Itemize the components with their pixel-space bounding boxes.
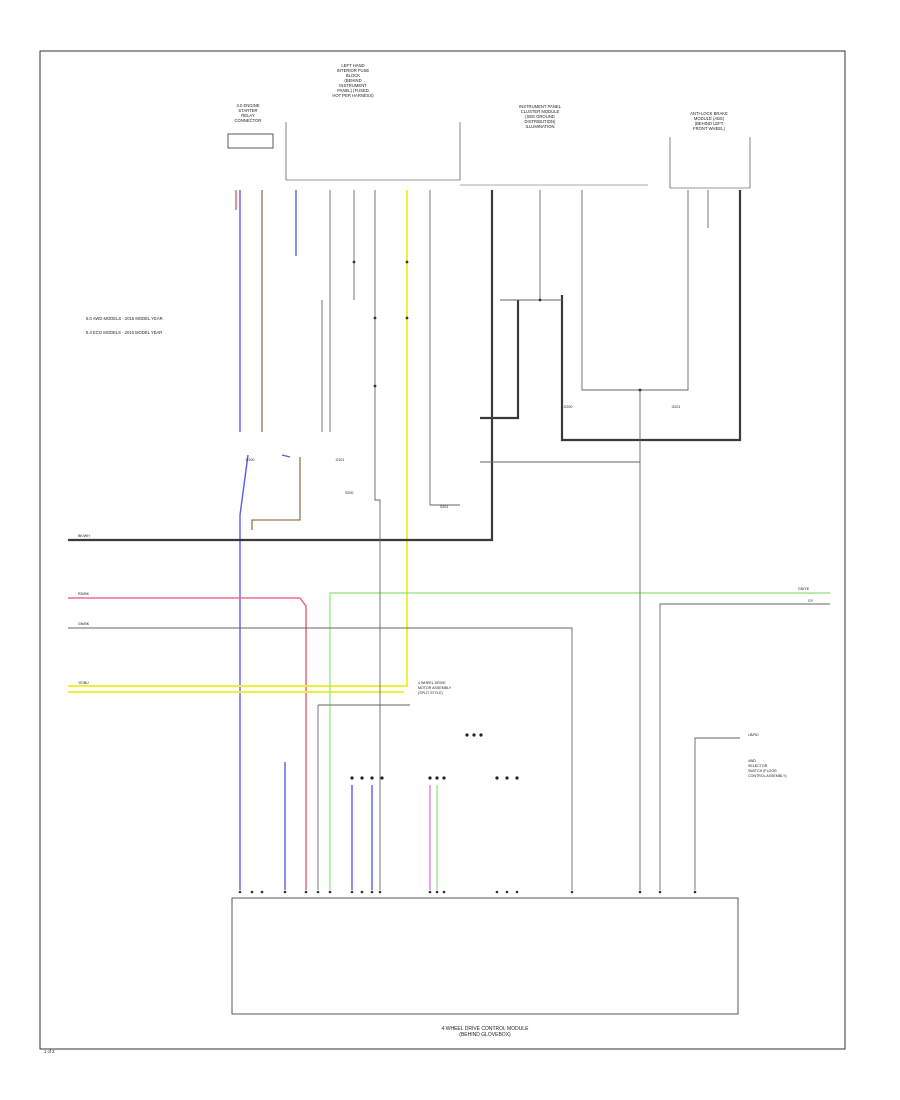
right-module-label: 4WD SELECTOR SWITCH (FLOOR CONTROL ASSEM… <box>748 759 787 778</box>
svg-text:INSTRUMENT PANEL: INSTRUMENT PANEL <box>519 104 562 109</box>
splice-labels: S200 S201 <box>345 491 448 509</box>
svg-text:GN/BK: GN/BK <box>78 622 90 626</box>
svg-text:4WD: 4WD <box>748 759 756 763</box>
connector-pins <box>350 733 519 780</box>
wire-labels: BK/WH RD/BK GN/BK YE/BU GN/YE GY LB/RD <box>78 534 814 737</box>
svg-text:CONNECTOR: CONNECTOR <box>235 118 262 123</box>
svg-text:MOTOR ASSEMBLY: MOTOR ASSEMBLY <box>418 686 452 690</box>
bottom-module-box <box>231 897 739 1015</box>
svg-text:S201: S201 <box>440 505 448 509</box>
svg-text:G201: G201 <box>672 405 681 409</box>
svg-text:STARTER: STARTER <box>238 108 257 113</box>
svg-text:G100: G100 <box>246 458 255 462</box>
svg-text:(BEHIND: (BEHIND <box>344 78 361 83</box>
svg-text:G101: G101 <box>336 458 345 462</box>
svg-text:(BEHIND LEFT: (BEHIND LEFT <box>695 121 724 126</box>
svg-text:SWITCH (FLOOR: SWITCH (FLOOR <box>748 769 777 773</box>
svg-text:(BEHIND GLOVEBOX): (BEHIND GLOVEBOX) <box>459 1032 511 1038</box>
wire-red <box>68 190 307 890</box>
svg-text:PANEL) (FUSED: PANEL) (FUSED <box>337 88 369 93</box>
fuse-block-label: LEFT HAND INTERIOR FUSE BLOCK (BEHIND IN… <box>332 63 374 98</box>
page-number: 1 of 2 <box>44 1049 55 1054</box>
svg-text:(SEE GROUND: (SEE GROUND <box>525 114 555 119</box>
svg-text:SELECTOR: SELECTOR <box>748 764 768 768</box>
svg-text:CONTROL ASSEMBLY): CONTROL ASSEMBLY) <box>748 774 787 778</box>
bottom-module-label: 4 WHEEL DRIVE CONTROL MODULE (BEHIND GLO… <box>442 1026 530 1038</box>
svg-text:HOT PER HARNESS): HOT PER HARNESS) <box>332 93 374 98</box>
bottom-module-pins <box>238 890 697 894</box>
wire-brown <box>251 190 301 530</box>
svg-text:S200: S200 <box>345 491 353 495</box>
svg-text:BLOCK: BLOCK <box>346 73 360 78</box>
center-module-label: 4 WHEEL DRIVE MOTOR ASSEMBLY (SPLIT STYL… <box>418 681 452 695</box>
svg-text:5.0 AWD MODELS - 2015 MODEL YE: 5.0 AWD MODELS - 2015 MODEL YEAR <box>86 316 163 321</box>
svg-text:(SPLIT STYLE): (SPLIT STYLE) <box>418 691 443 695</box>
ecm-top-label: 4.0 ENGINE STARTER RELAY CONNECTOR <box>235 103 262 123</box>
svg-text:ILLUMINATION: ILLUMINATION <box>525 124 554 129</box>
svg-text:GN/YE: GN/YE <box>798 587 810 591</box>
brake-module-label: ANTI-LOCK BRAKE MODULE (ABS) (BEHIND LEF… <box>690 111 728 131</box>
svg-text:MODULE (ABS): MODULE (ABS) <box>694 116 725 121</box>
svg-text:ANTI-LOCK BRAKE: ANTI-LOCK BRAKE <box>690 111 728 116</box>
wire-gray <box>68 190 830 890</box>
svg-text:RELAY: RELAY <box>241 113 255 118</box>
brake-module-outline <box>669 137 751 189</box>
svg-text:RD/BK: RD/BK <box>78 592 90 596</box>
svg-text:YE/BU: YE/BU <box>78 681 89 685</box>
diagram-border <box>39 50 846 1050</box>
svg-text:INTERIOR FUSE: INTERIOR FUSE <box>337 68 370 73</box>
svg-text:LEFT HAND: LEFT HAND <box>341 63 364 68</box>
svg-text:DISTRIBUTION): DISTRIBUTION) <box>525 119 557 124</box>
wire-green <box>329 592 830 890</box>
svg-text:G200: G200 <box>564 405 573 409</box>
svg-text:4 WHEEL DRIVE CONTROL MODULE: 4 WHEEL DRIVE CONTROL MODULE <box>442 1026 530 1032</box>
svg-text:4.0 ENGINE: 4.0 ENGINE <box>236 103 259 108</box>
wire-blue-left <box>239 190 373 890</box>
svg-text:INSTRUMENT: INSTRUMENT <box>339 83 367 88</box>
svg-text:5.4 ECO MODELS - 2015 MODEL YE: 5.4 ECO MODELS - 2015 MODEL YEAR <box>86 330 162 335</box>
fuse-block-outline <box>285 122 461 181</box>
svg-text:LB/RD: LB/RD <box>748 733 759 737</box>
svg-text:FRONT WHEEL): FRONT WHEEL) <box>693 126 725 131</box>
wire-yellow <box>68 190 408 693</box>
relay-box <box>227 133 274 149</box>
svg-text:GY: GY <box>808 599 814 603</box>
svg-text:BK/WH: BK/WH <box>78 534 90 538</box>
ground-labels: G100 G101 G200 G201 <box>246 405 681 462</box>
ice-module-label: INSTRUMENT PANEL CLUSTER MODULE (SEE GRO… <box>519 104 562 129</box>
svg-text:4 WHEEL DRIVE: 4 WHEEL DRIVE <box>418 681 446 685</box>
wire-dark <box>68 190 742 542</box>
legend: 5.0 AWD MODELS - 2015 MODEL YEAR 5.4 ECO… <box>86 316 163 335</box>
svg-text:CLUSTER MODULE: CLUSTER MODULE <box>521 109 560 114</box>
splice-dots <box>352 260 642 392</box>
